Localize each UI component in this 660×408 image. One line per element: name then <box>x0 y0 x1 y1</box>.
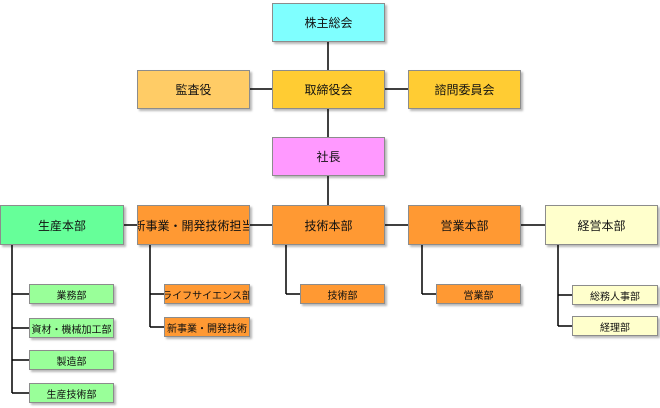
box-tech-division: 技術本部 <box>272 205 385 245</box>
box-production-dept-3: 製造部 <box>29 350 114 370</box>
box-sales-dept-1: 営業部 <box>436 284 521 304</box>
box-production-dept-4: 生産技術部 <box>29 383 114 403</box>
box-president: 社長 <box>272 137 385 176</box>
box-sales-division: 営業本部 <box>408 205 521 245</box>
box-production-division: 生産本部 <box>0 205 124 245</box>
box-advisory: 諮問委員会 <box>408 70 521 109</box>
box-admin-dept-1: 総務人事部 <box>572 285 658 305</box>
box-newbiz-dept-1: ライフサイエンス部 <box>164 284 250 304</box>
box-auditor: 監査役 <box>137 70 250 109</box>
box-shareholders: 株主総会 <box>272 3 385 42</box>
box-production-dept-1: 業務部 <box>29 284 114 304</box>
box-production-dept-2: 資材・機械加工部 <box>29 318 114 338</box>
box-admin-division: 経営本部 <box>545 205 658 245</box>
box-newbiz-dept-2: 新事業・開発技術 <box>164 317 250 337</box>
box-newbiz-division: 新事業・開発技術担当 <box>137 205 250 245</box>
box-tech-dept-1: 技術部 <box>300 284 385 304</box>
box-board: 取締役会 <box>272 70 385 109</box>
box-admin-dept-2: 経理部 <box>572 316 658 336</box>
